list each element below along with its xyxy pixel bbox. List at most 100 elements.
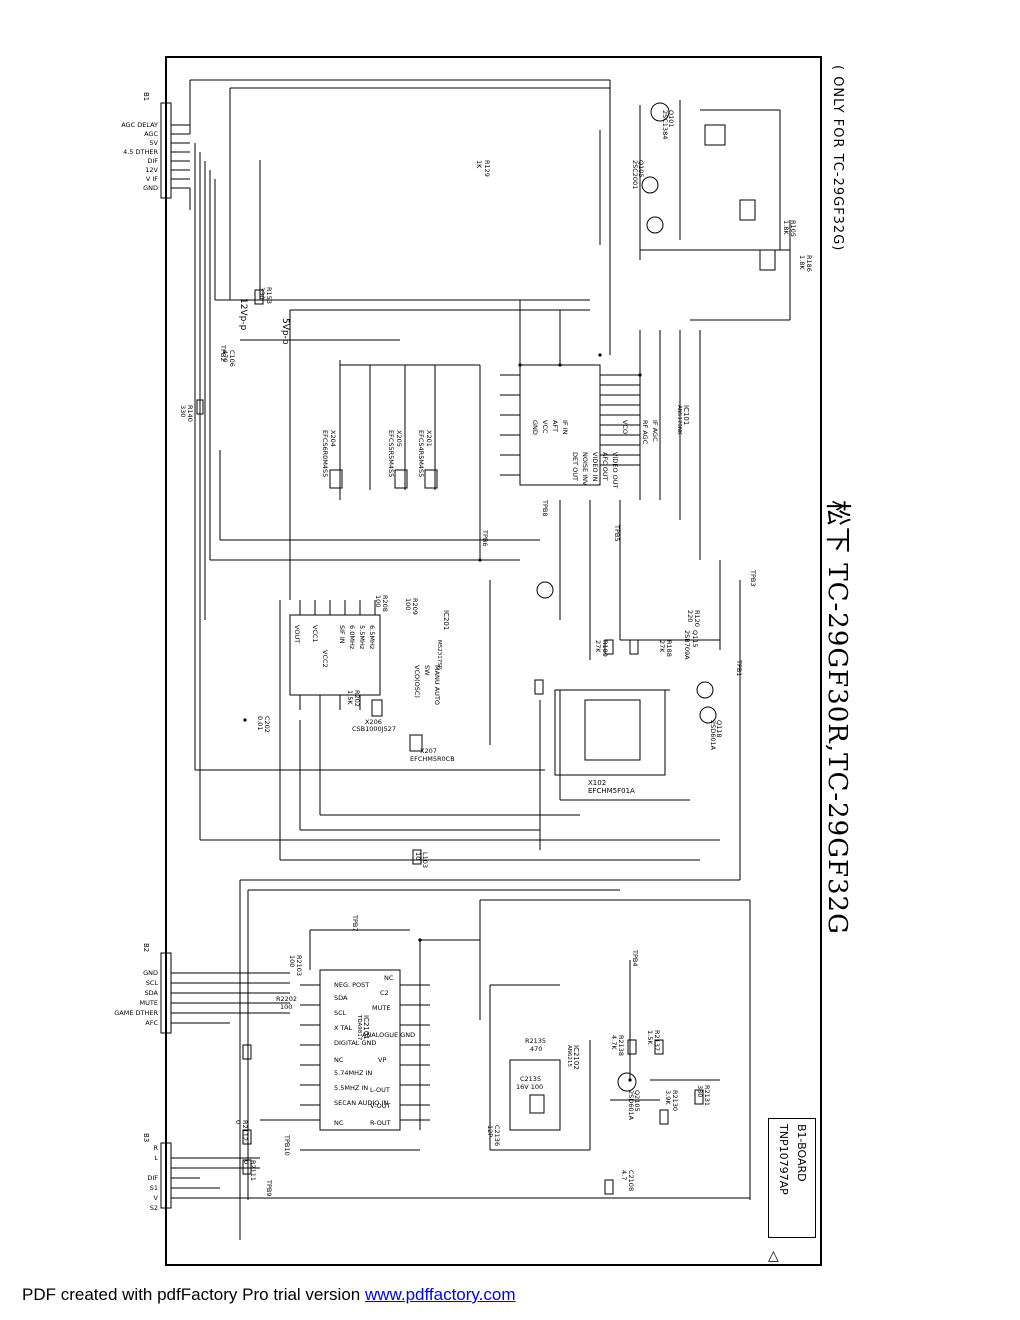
b2-pin-label: AFC: [145, 1019, 158, 1027]
footer-credit: PDF created with pdfFactory Pro trial ve…: [22, 1285, 516, 1305]
component-ref: R208: [381, 595, 389, 612]
b2-pin-label: SCL: [145, 979, 158, 987]
test-point: TPB10: [283, 1135, 291, 1156]
component-ref: R189: [601, 640, 609, 657]
ic101-pin-label: VIDEO IN: [591, 452, 599, 482]
test-point: TPB4: [631, 950, 639, 967]
filter-x103: [759, 249, 776, 271]
x204-body: [329, 469, 343, 489]
board-label-box: [768, 1118, 816, 1238]
x201-ref: X201: [425, 430, 433, 447]
b1-pin-label: 4.5 DTHER: [123, 148, 158, 156]
q118-body: [699, 706, 717, 724]
q115-ref: Q115: [691, 630, 699, 648]
component-value: 3.9K: [664, 1090, 672, 1105]
ic2101-pin-label: SECAN AUDIO IN: [334, 1099, 389, 1107]
component-value: 10: [414, 852, 422, 861]
ic201-pin-label: SW: [423, 665, 431, 676]
x102-ref: X102: [588, 779, 607, 787]
x205-body: [394, 469, 408, 489]
footer-link[interactable]: www.pdffactory.com: [364, 1285, 516, 1304]
connector-b3-id: B3: [142, 1133, 150, 1143]
component-ref: L103: [421, 852, 429, 869]
test-point: TPB1: [735, 660, 743, 677]
x201-body: [424, 469, 438, 489]
test-point: TPB7: [351, 915, 359, 932]
board-name: B1-BOARD: [795, 1124, 808, 1182]
component-ref: C106: [228, 350, 236, 367]
ic2101-pin-label: C2: [380, 989, 389, 997]
component-value: 470: [221, 350, 229, 363]
x206-body: [371, 699, 383, 717]
q2105-body: [617, 1072, 637, 1092]
component-ref: R140: [186, 405, 194, 422]
component-ref: R186: [805, 255, 813, 272]
x102-part: EFCHM5F01A: [588, 787, 635, 795]
connector-b3: [160, 1142, 172, 1209]
component-value: 0.01: [256, 716, 264, 731]
x2101-body: [529, 1094, 545, 1114]
component-value: 330: [696, 1085, 704, 1098]
q115-body: [696, 681, 714, 699]
footer-text: PDF created with pdfFactory Pro trial ve…: [22, 1285, 365, 1304]
ic101-pin-label: RF AGC: [641, 420, 649, 445]
b1-pin-label: AGC: [144, 130, 158, 138]
component-value: 1.5K: [346, 690, 354, 705]
q101-body: [650, 102, 670, 122]
variant-note: ( ONLY FOR TC-29GF32G): [830, 65, 845, 252]
component-ref: C202: [263, 716, 271, 733]
safety-triangle-icon: △: [768, 1248, 779, 1264]
filter-x101: [739, 199, 756, 221]
q105-part: 2SC2001: [631, 160, 639, 190]
component-value: 1.8K: [782, 220, 790, 235]
component-value: 470: [530, 1045, 543, 1053]
b1-pin-label: AGC DELAY: [121, 121, 158, 129]
component-value: 220: [686, 610, 694, 623]
ic2101-pin-label: MUTE: [372, 1004, 391, 1012]
ic2101-pin-label: DIGITAL GND: [334, 1039, 377, 1047]
component-value: 12P: [486, 1125, 494, 1138]
component-value: 1.5K: [646, 1030, 654, 1045]
ic201-pin-label: 6.5MHz: [368, 625, 376, 650]
b1-pin-label: V IF: [145, 175, 158, 183]
component-ref: R105: [789, 220, 797, 237]
component-value: 330: [179, 405, 187, 418]
ic2101-pin-label: 5.74MHZ IN: [334, 1069, 373, 1077]
component-ref: R2131: [703, 1085, 711, 1107]
b3-pin-label: R: [153, 1144, 158, 1152]
ic201-body: [289, 614, 381, 696]
q115-part: 2SB709A: [683, 630, 691, 660]
ic2101-pin-label: V-OUT: [370, 1102, 391, 1110]
ic201-pin-label: SIF IN: [338, 625, 346, 644]
connector-b1-id: B1: [142, 92, 150, 102]
connector-b1-pins: [171, 124, 190, 189]
q2105-part: 2SD601A: [627, 1090, 635, 1121]
ic2101-pin-label: ANALOGUE GND: [362, 1031, 416, 1039]
ic101-pins: [500, 374, 640, 476]
b3-pin-label: DIF: [147, 1174, 158, 1182]
ic201-pins: [299, 600, 376, 710]
ic201-pin-label: 5.5MHz: [358, 625, 366, 650]
x207-ref: X207: [420, 747, 437, 755]
ic101-pin-label: VCO: [621, 420, 629, 435]
component-ref: R2138: [617, 1035, 625, 1057]
x201-part: EFCS4R5M4S5: [417, 430, 425, 478]
ic101-pin-label: AFT: [551, 420, 559, 433]
ic101-part: AN5179NK: [676, 405, 682, 435]
ic101-pin-label: IF IN: [561, 420, 569, 435]
ic2101-body: [319, 969, 401, 1131]
b2-pin-label: MUTE: [139, 999, 158, 1007]
q106-body: [536, 581, 554, 599]
b1-pin-label: GND: [143, 184, 158, 192]
x206-ref: X206: [365, 718, 382, 726]
test-point: TPB8: [541, 500, 549, 517]
q118-part: 2SD601A: [709, 720, 717, 751]
ic201-pin-label: MANU AUTO: [433, 665, 441, 706]
voltage-annotation-12vpp: 12Vp-p: [238, 298, 248, 331]
b3-pin-label: L: [154, 1154, 158, 1162]
component-ref: R2111: [249, 1160, 257, 1182]
ic2101-pin-label: NEG. POST: [334, 981, 370, 989]
component-value: 27K: [658, 640, 666, 653]
x102-inner: [584, 699, 641, 761]
